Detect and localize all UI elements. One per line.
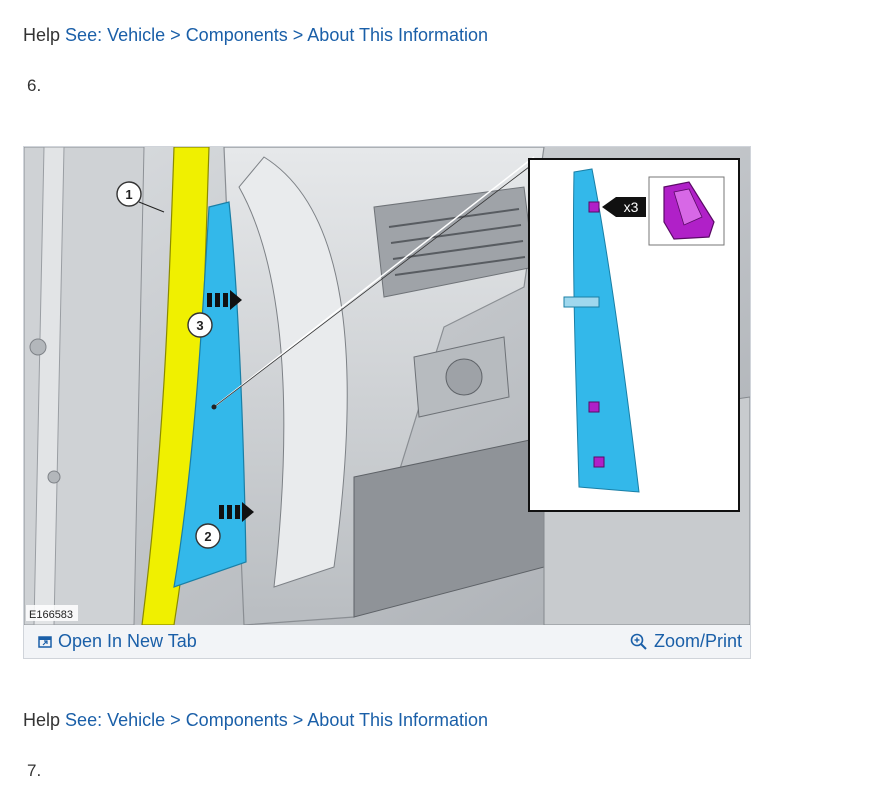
crumb-vehicle[interactable]: Vehicle xyxy=(107,25,166,45)
crumb-separator: > xyxy=(292,710,304,730)
callout-3: 3 xyxy=(196,318,203,333)
crumb-separator: > xyxy=(170,710,181,730)
step-number: 6. xyxy=(27,76,42,95)
crumb-components[interactable]: Components xyxy=(185,25,288,45)
zoom-in-icon xyxy=(630,633,648,651)
figure-toolbar: Open In New Tab Zoom/Print xyxy=(24,625,750,658)
illustration[interactable]: 1 3 2 E166583 x3 xyxy=(24,147,750,625)
open-in-new-tab-label: Open In New Tab xyxy=(58,631,197,651)
see-link[interactable]: See: xyxy=(65,25,103,45)
crumb-separator: > xyxy=(170,25,181,45)
inset-multiplier: x3 xyxy=(624,199,639,215)
zoom-print-button[interactable]: Zoom/Print xyxy=(630,631,742,652)
callout-2: 2 xyxy=(204,529,211,544)
crumb-separator: > xyxy=(292,25,304,45)
crumb-about-this-information[interactable]: About This Information xyxy=(307,710,489,730)
help-label: Help xyxy=(23,710,61,730)
pillar-trim-illustration: 1 3 2 E166583 x3 xyxy=(24,147,750,625)
figure-panel: 1 3 2 E166583 x3 xyxy=(23,146,751,659)
help-line: Help See: Vehicle > Components > About T… xyxy=(23,709,488,731)
see-link[interactable]: See: xyxy=(65,710,103,730)
step-number: 7. xyxy=(27,761,42,780)
image-code: E166583 xyxy=(29,609,73,621)
crumb-vehicle[interactable]: Vehicle xyxy=(107,710,166,730)
open-in-new-tab-button[interactable]: Open In New Tab xyxy=(38,631,197,652)
crumb-components[interactable]: Components xyxy=(185,710,288,730)
help-label: Help xyxy=(23,25,61,45)
crumb-about-this-information[interactable]: About This Information xyxy=(307,25,489,45)
zoom-print-label: Zoom/Print xyxy=(653,631,742,651)
help-line: Help See: Vehicle > Components > About T… xyxy=(23,24,488,46)
open-new-tab-icon xyxy=(38,635,52,649)
callout-1: 1 xyxy=(125,187,132,202)
